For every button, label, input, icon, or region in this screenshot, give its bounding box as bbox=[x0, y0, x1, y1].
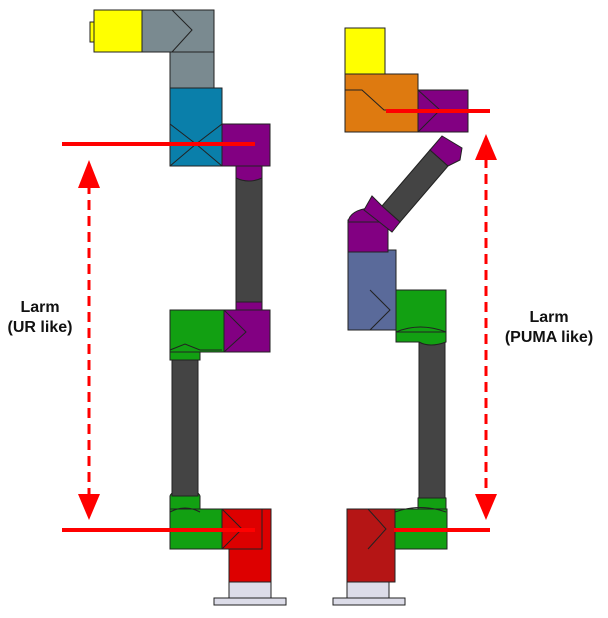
right-arrow-down bbox=[475, 494, 497, 520]
right-elbow-joint bbox=[395, 289, 447, 333]
right-shoulder-orange bbox=[344, 73, 419, 133]
left-base-plate bbox=[213, 597, 287, 606]
right-base-plate bbox=[332, 597, 406, 606]
left-arrow-down bbox=[78, 494, 100, 520]
left-arm bbox=[89, 9, 287, 606]
right-diagonal-link bbox=[381, 149, 449, 223]
left-base-link bbox=[228, 581, 272, 599]
right-elbow-slate bbox=[347, 249, 397, 331]
left-arm-length-label: Larm (UR like) bbox=[2, 298, 78, 338]
left-elbow-joint-purple bbox=[223, 309, 271, 353]
left-elbow-joint bbox=[169, 309, 225, 353]
right-label-line2: (PUMA like) bbox=[504, 329, 594, 346]
right-arrow-up bbox=[475, 134, 497, 160]
left-upper-link bbox=[235, 177, 263, 303]
right-arm-length-label: Larm (PUMA like) bbox=[496, 308, 602, 348]
left-label-line1: Larm bbox=[20, 299, 60, 316]
right-lower-link bbox=[418, 339, 446, 499]
left-lower-link bbox=[171, 359, 199, 497]
right-elbow-cap bbox=[395, 329, 447, 346]
right-base-link bbox=[346, 581, 390, 599]
right-arm bbox=[332, 27, 469, 606]
right-forearm-purple bbox=[347, 219, 389, 253]
right-label-line1: Larm bbox=[529, 309, 569, 326]
annotations bbox=[62, 109, 497, 532]
left-label-line2: (UR like) bbox=[7, 319, 73, 336]
right-diagonal-cap-low bbox=[363, 195, 401, 233]
left-shoulder-blue bbox=[169, 87, 223, 167]
right-end-effector bbox=[344, 27, 386, 75]
left-end-effector-tip bbox=[89, 21, 95, 43]
left-upper-link-cap-high bbox=[235, 165, 263, 182]
right-diagonal-cap-high bbox=[429, 135, 463, 167]
left-arrow-up bbox=[78, 160, 100, 188]
left-end-effector bbox=[93, 9, 143, 53]
